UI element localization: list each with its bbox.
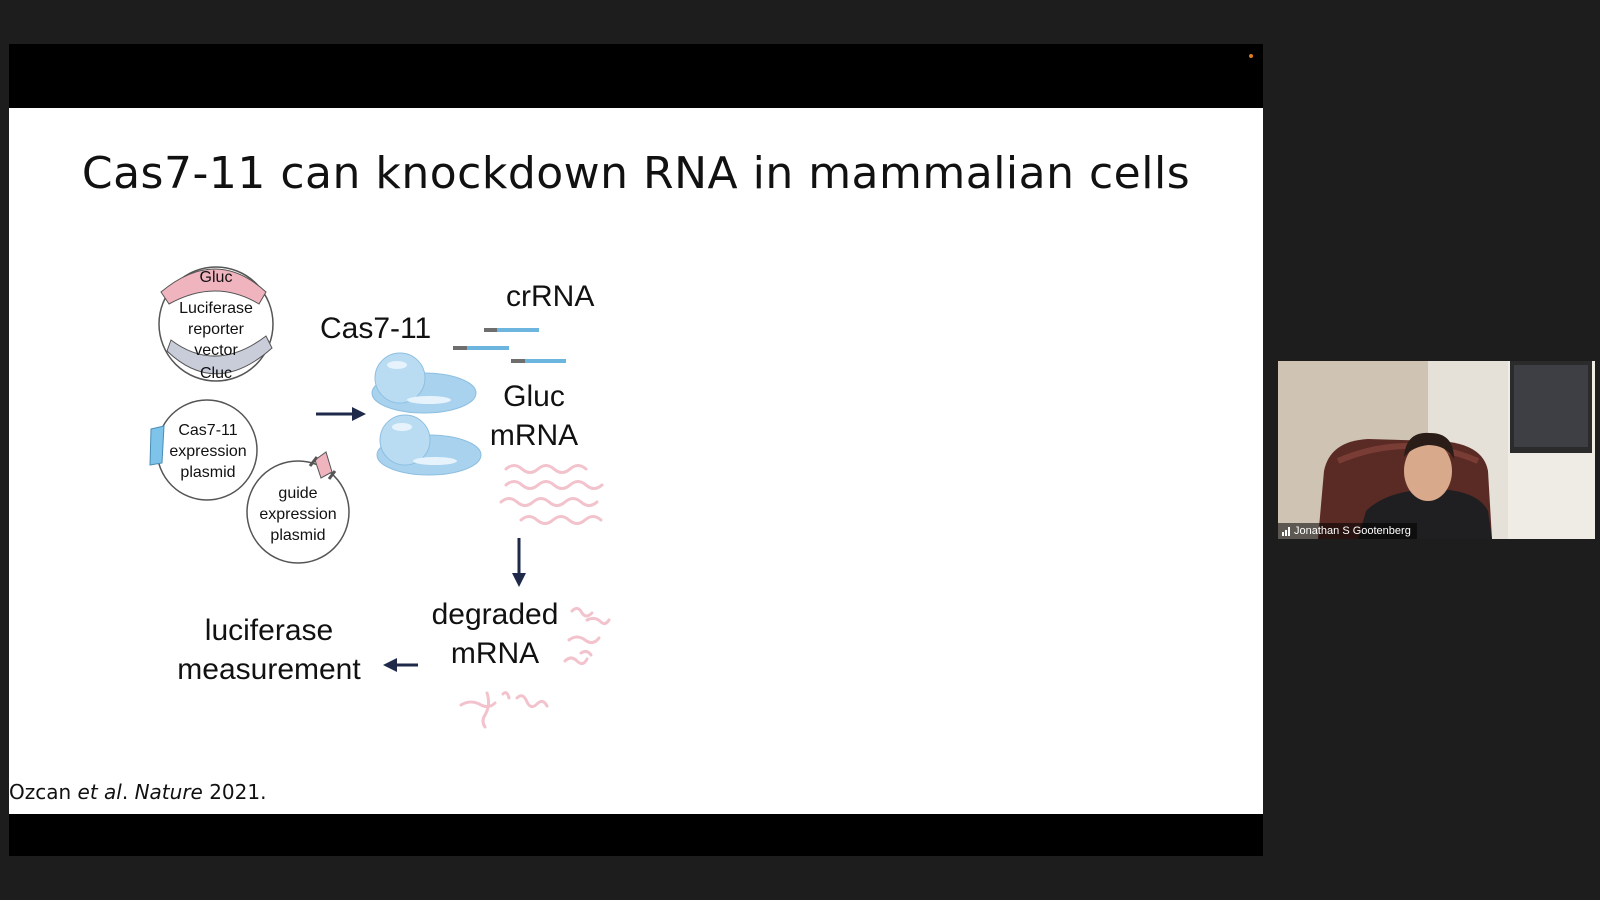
guide-plasmid-label-2: expression <box>259 506 336 523</box>
mrna-waves <box>499 464 604 525</box>
citation-etal: et al <box>77 780 122 804</box>
luciferase-label-1: luciferase <box>205 614 333 647</box>
participant-name-tag: Jonathan S Gootenberg <box>1278 523 1417 539</box>
reporter-cluc-label: Cluc <box>200 365 232 382</box>
guide-expression-plasmid: guide expression plasmid <box>246 451 350 564</box>
reporter-vector: Gluc Luciferase reporter vector Cluc <box>158 266 274 382</box>
signal-strength-icon <box>1282 526 1290 536</box>
degraded-mrna-label-2: mRNA <box>451 637 539 670</box>
recording-indicator <box>1249 54 1253 58</box>
screen-share-frame: Cas7-11 can knockdown RNA in mammalian c… <box>9 44 1263 856</box>
cas-plasmid-label-2: expression <box>169 443 246 460</box>
participant-video-tile[interactable]: Jonathan S Gootenberg <box>1278 361 1595 539</box>
degraded-fragments <box>459 606 611 729</box>
cas-protein-top <box>371 352 477 414</box>
crrna-label: crRNA <box>506 280 594 313</box>
gluc-mrna-label-1: Gluc <box>503 380 565 413</box>
guide-plasmid-label-3: plasmid <box>270 527 325 544</box>
degraded-mrna-label-1: degraded <box>432 598 559 631</box>
slide-title: Cas7-11 can knockdown RNA in mammalian c… <box>81 148 1191 199</box>
reporter-gluc-label: Gluc <box>200 269 233 286</box>
knockdown-diagram: Gluc Luciferase reporter vector Cluc Cas… <box>149 266 611 729</box>
citation-author: Ozcan <box>9 780 78 804</box>
slide-citation: Ozcan et al. Nature 2021. <box>9 780 266 804</box>
degradation-arrow <box>512 538 526 587</box>
cas-protein-bottom <box>376 414 482 476</box>
reporter-label-3: vector <box>194 342 238 359</box>
participant-video <box>1278 361 1595 539</box>
cas-expression-plasmid: Cas7-11 expression plasmid <box>149 399 258 501</box>
reporter-label-2: reporter <box>188 321 245 338</box>
cas-plasmid-label-3: plasmid <box>180 464 235 481</box>
cas-plasmid-label-1: Cas7-11 <box>178 422 237 439</box>
luciferase-label-2: measurement <box>177 653 361 686</box>
measurement-arrow <box>383 658 418 672</box>
citation-journal: Nature <box>134 780 203 804</box>
presentation-slide: Cas7-11 can knockdown RNA in mammalian c… <box>9 108 1263 814</box>
transfection-arrow <box>316 407 366 421</box>
crrna-strands <box>453 328 566 363</box>
citation-dot: . <box>121 780 135 804</box>
participant-name: Jonathan S Gootenberg <box>1294 525 1411 537</box>
cas-protein-label: Cas7-11 <box>320 312 431 345</box>
reporter-label-1: Luciferase <box>179 300 253 317</box>
citation-year: 2021. <box>202 780 267 804</box>
guide-plasmid-label-1: guide <box>278 485 317 502</box>
gluc-mrna-label-2: mRNA <box>490 419 578 452</box>
